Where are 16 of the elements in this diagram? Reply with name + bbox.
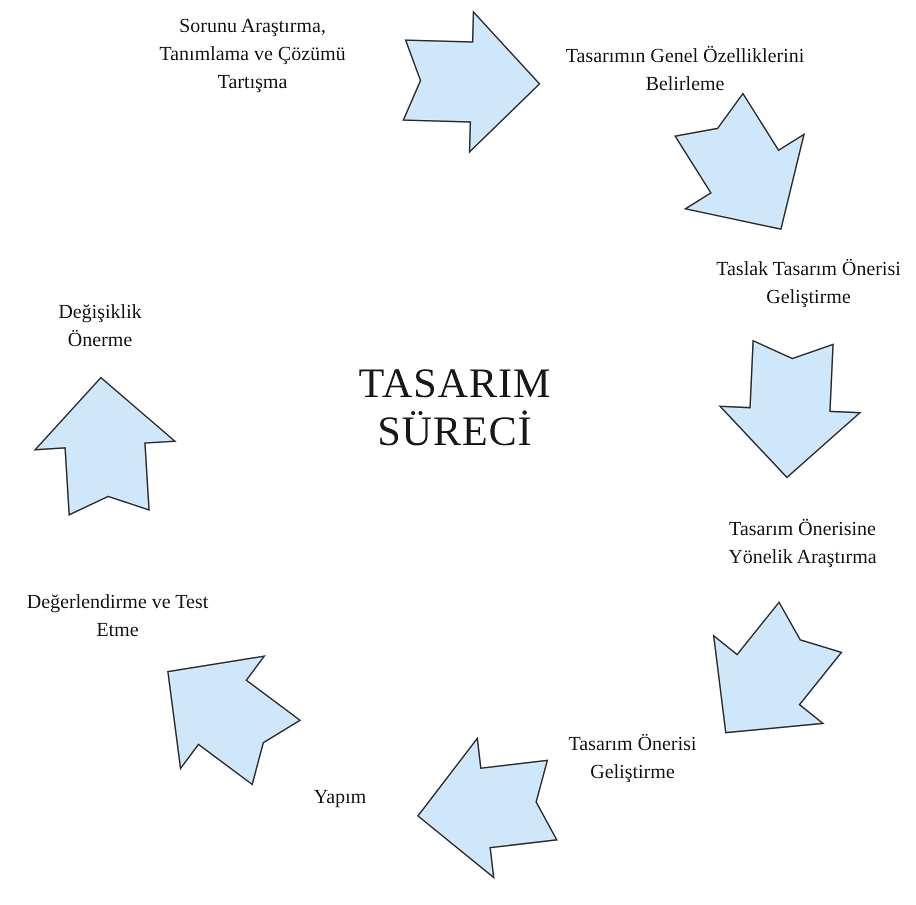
step-label: Değerlendirme ve Test Etme	[10, 588, 225, 644]
step-label: Taslak Tasarım Önerisi Geliştirme	[706, 255, 911, 311]
step-label: Tasarımın Genel Özelliklerini Belirleme	[560, 42, 810, 98]
block-arrow	[33, 376, 177, 516]
step-label: Yapım	[300, 783, 380, 811]
block-arrow	[674, 92, 806, 230]
step-label: Sorunu Araştırma, Tanımlama ve Çözümü Tartışma	[140, 12, 365, 96]
block-arrow	[416, 736, 558, 880]
block-arrow	[402, 10, 541, 154]
step-label: Tasarım Önerisi Geliştirme	[545, 730, 720, 786]
block-arrow	[718, 340, 862, 478]
diagram-title: TASARIM SÜRECİ	[358, 360, 552, 457]
step-label: Tasarım Önerisine Yönelik Araştırma	[700, 515, 905, 571]
block-arrow	[712, 600, 843, 734]
block-arrow	[167, 655, 302, 786]
step-label: Değişiklik Önerme	[40, 298, 160, 354]
